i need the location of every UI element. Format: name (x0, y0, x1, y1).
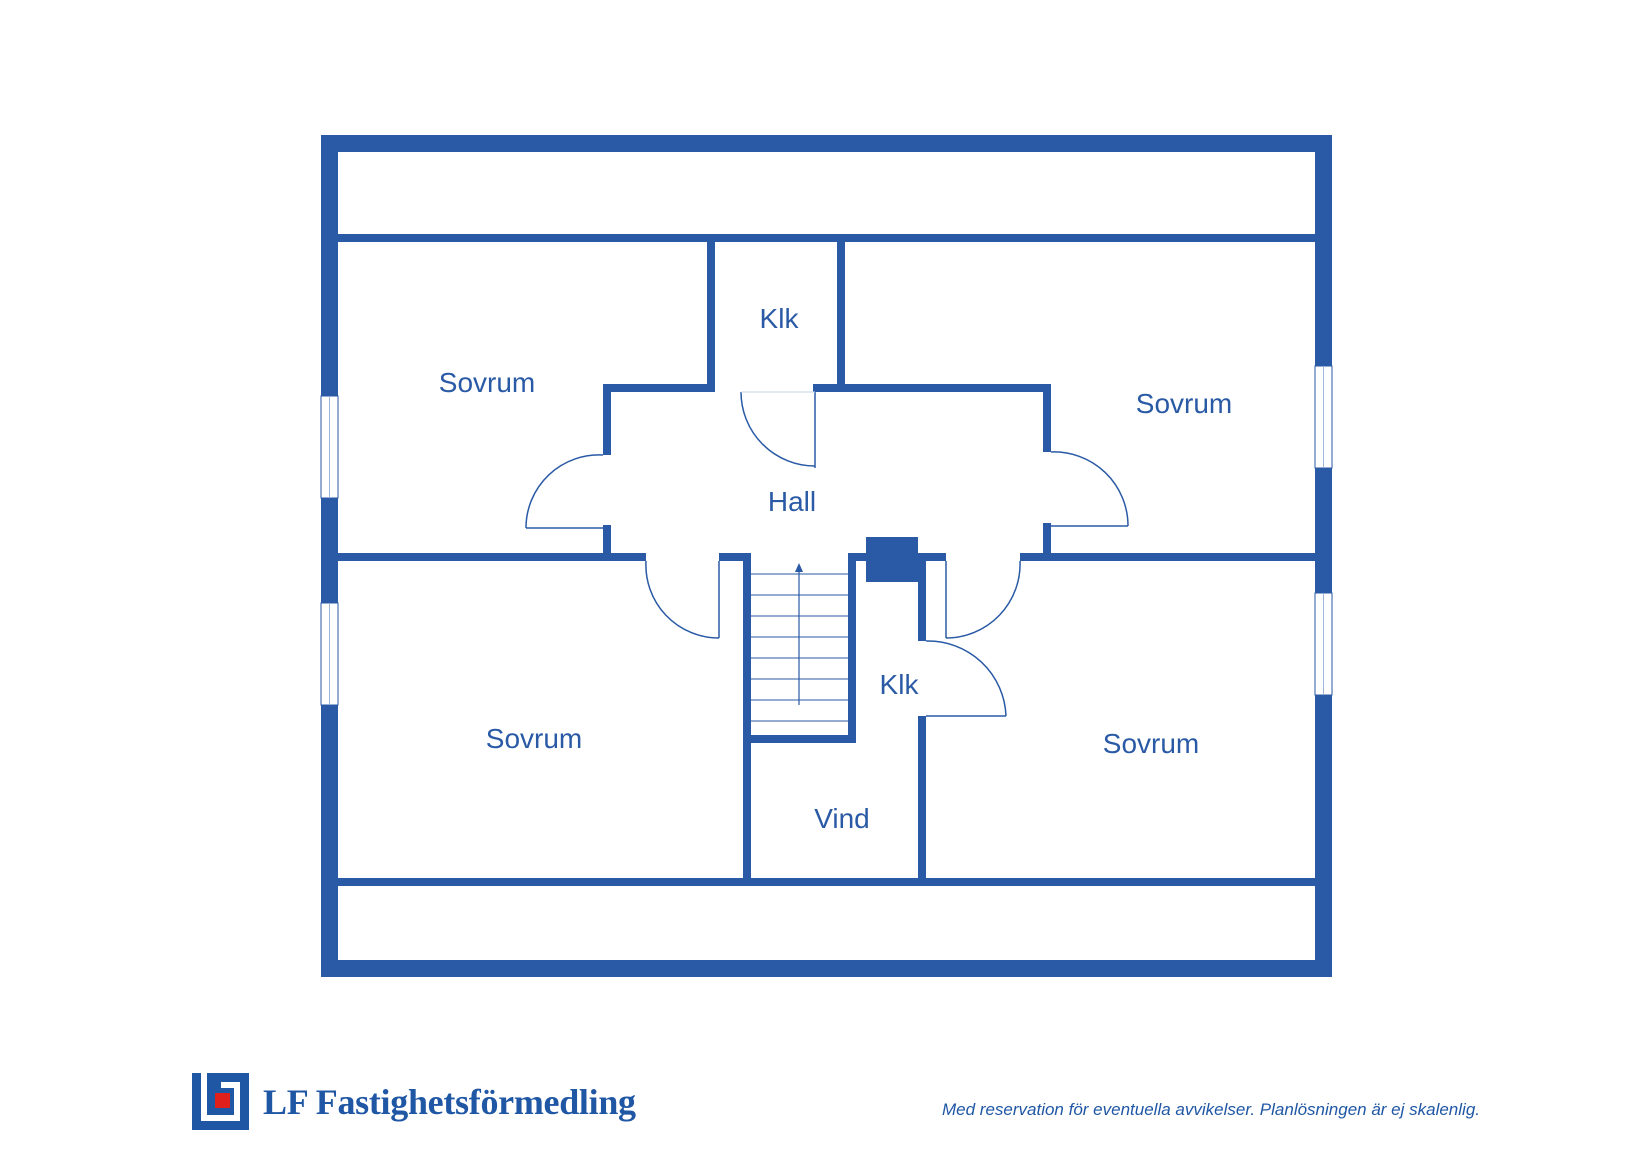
room-label-klk-top: Klk (760, 303, 800, 334)
wall-hall-left-upper (603, 384, 611, 455)
room-label-sovrum-bottom-right: Sovrum (1103, 728, 1199, 759)
room-label-vind: Vind (814, 803, 870, 834)
walls (321, 135, 1332, 977)
wall-mid-left (338, 553, 606, 561)
room-label-sovrum-top-right: Sovrum (1136, 388, 1232, 419)
wall-klk-bottom-lower (918, 716, 926, 886)
outer-wall-bottom (321, 960, 1332, 977)
wall-hall-top-left (603, 384, 709, 392)
wall-stair-left (743, 553, 751, 886)
wall-mid-left-stub (606, 553, 646, 561)
wall-klk-bottom-upper (918, 553, 926, 641)
room-label-hall: Hall (768, 486, 816, 517)
wall-hall-left-lower (603, 525, 611, 561)
door-hall-left (525, 454, 604, 529)
lf-logo-icon (192, 1073, 249, 1130)
wall-hall-top-right (813, 384, 1051, 392)
wall-klk-top-left (707, 242, 715, 392)
outer-wall-top (321, 135, 1332, 152)
wall-eaves-top (338, 234, 1315, 242)
room-label-sovrum-bottom-left: Sovrum (486, 723, 582, 754)
door-klk-top (740, 391, 816, 468)
wall-hall-right-lower (1043, 523, 1051, 561)
wall-hall-right-upper (1043, 384, 1051, 452)
wall-klk-top-right (837, 242, 845, 392)
doors (525, 391, 1129, 717)
disclaimer-text: Med reservation för eventuella avvikelse… (942, 1100, 1480, 1119)
door-hall-right (1050, 451, 1129, 527)
stairs (751, 563, 848, 722)
wall-eaves-bottom (338, 878, 1315, 886)
outer-wall-right (1315, 135, 1332, 977)
brand-name: LF Fastighetsförmedling (263, 1081, 636, 1122)
wall-stair-bottom (743, 735, 856, 743)
door-sovrum-bottom-right (945, 560, 1021, 639)
outer-wall-left (321, 135, 338, 977)
wall-stair-right (848, 553, 856, 743)
door-klk-bottom (925, 640, 1007, 717)
wall-mid-center (719, 553, 749, 561)
footer-brand: LF Fastighetsförmedling (192, 1073, 636, 1130)
door-sovrum-bottom-left (645, 560, 720, 639)
windows (320, 365, 1333, 706)
room-label-sovrum-top-left: Sovrum (439, 367, 535, 398)
room-label-klk-bottom: Klk (880, 669, 920, 700)
stair-arrow-head (795, 563, 803, 572)
